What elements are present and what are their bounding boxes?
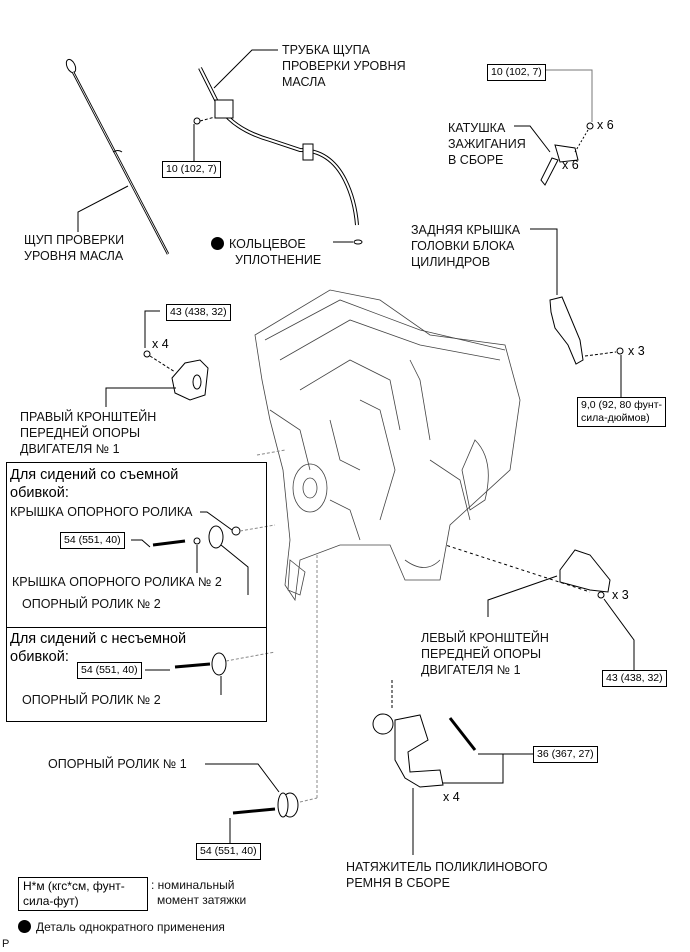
ignition-coil-label: КАТУШКА ЗАЖИГАНИЯ В СБОРЕ — [448, 120, 526, 168]
coil-bolt-qty: x 6 — [597, 118, 614, 132]
torque-line: 9,0 (92, 80 фунт- — [581, 399, 662, 411]
rear-cover-bolt-torque: 9,0 (92, 80 фунт- сила-дюймов) — [577, 397, 666, 427]
panel-a-title: Для сидений со съемной обивкой: — [10, 466, 178, 502]
tensioner-qty: x 4 — [443, 790, 460, 804]
panel-b-title: Для сидений с несъемной обивкой: — [10, 630, 186, 666]
non-reusable-icon — [211, 237, 224, 250]
label-line: РЕМНЯ В СБОРЕ — [346, 876, 450, 890]
left-bracket-drawing — [559, 549, 611, 593]
label-line: ДВИГАТЕЛЯ № 1 — [20, 442, 120, 456]
label-line: УПЛОТНЕНИЕ — [235, 253, 322, 267]
label-line: ПЕРЕДНЕЙ ОПОРЫ — [421, 647, 542, 661]
label-line: КОЛЬЦЕВОЕ — [211, 236, 321, 252]
label-line: ДВИГАТЕЛЯ № 1 — [421, 663, 521, 677]
panel-b-bolt-torque: 54 (551, 40) — [77, 662, 142, 679]
label-line: УРОВНЯ МАСЛА — [24, 249, 124, 263]
left-bracket-qty: x 3 — [612, 588, 629, 602]
label-line: ЗАЖИГАНИЯ — [448, 137, 526, 151]
label-line: НАТЯЖИТЕЛЬ ПОЛИКЛИНОВОГО — [346, 860, 548, 874]
label-line: ЩУП ПРОВЕРКИ — [24, 233, 125, 247]
panel-b-idler-label: ОПОРНЫЙ РОЛИК № 2 — [22, 693, 161, 707]
idler-pulley-1-bolt-torque: 54 (551, 40) — [196, 843, 261, 860]
rear-cover-qty: x 3 — [628, 344, 645, 358]
label-line: ГОЛОВКИ БЛОКА — [411, 239, 515, 253]
title-line: Для сидений с несъемной — [10, 631, 187, 647]
right-bracket-qty: x 4 — [152, 337, 169, 351]
rear-cover-label: ЗАДНЯЯ КРЫШКА ГОЛОВКИ БЛОКА ЦИЛИНДРОВ — [411, 222, 520, 270]
torque-unit-legend: Н*м (кгс*см, фунт- сила-фут) — [18, 877, 148, 911]
idler-pulley-1-drawing — [232, 792, 299, 818]
panel-a-cover2-label: КРЫШКА ОПОРНОГО РОЛИКА № 2 — [12, 575, 222, 589]
panel-a-cover-label: КРЫШКА ОПОРНОГО РОЛИКА — [10, 505, 193, 519]
idler-pulley-1-label: ОПОРНЫЙ РОЛИК № 1 — [48, 757, 187, 771]
label-line: ЛЕВЫЙ КРОНШТЕЙН — [421, 631, 549, 645]
o-ring-label: КОЛЬЦЕВОЕ УПЛОТНЕНИЕ — [211, 236, 321, 268]
coil-qty: x 6 — [562, 158, 579, 172]
label-text: КОЛЬЦЕВОЕ — [229, 237, 306, 251]
ignition-coil-drawing — [540, 144, 579, 186]
right-bracket-drawing — [171, 359, 209, 401]
tensioner-bolt-torque: 36 (367, 27) — [533, 746, 598, 763]
coil-bolt-torque: 10 (102, 7) — [487, 64, 546, 81]
dipstick-leader — [77, 185, 129, 232]
legend-line: сила-фут) — [23, 894, 79, 908]
guide-leader — [213, 49, 278, 89]
legend-line: момент затяжки — [157, 893, 247, 907]
panel-a-idler-label: ОПОРНЫЙ РОЛИК № 2 — [22, 597, 161, 611]
tensioner-label: НАТЯЖИТЕЛЬ ПОЛИКЛИНОВОГО РЕМНЯ В СБОРЕ — [346, 859, 548, 891]
label-line: ПЕРЕДНЕЙ ОПОРЫ — [20, 426, 141, 440]
rear-cover-drawing — [549, 296, 584, 365]
label-line: КАТУШКА — [448, 121, 506, 135]
title-line: обивкой: — [10, 649, 69, 665]
guide-bolt-torque: 10 (102, 7) — [162, 161, 221, 178]
right-bracket-bolt-torque: 43 (438, 32) — [166, 304, 231, 321]
label-line: ТРУБКА ЩУПА — [282, 43, 370, 57]
legend-line: Н*м (кгс*см, фунт- — [23, 879, 125, 893]
panel-a-bolt-torque: 54 (551, 40) — [60, 532, 125, 549]
dipstick-drawing — [65, 58, 170, 255]
legend-text: Деталь однократного применения — [36, 920, 225, 934]
left-bracket-bolt-torque: 43 (438, 32) — [602, 670, 667, 687]
left-bracket-label: ЛЕВЫЙ КРОНШТЕЙН ПЕРЕДНЕЙ ОПОРЫ ДВИГАТЕЛЯ… — [421, 630, 549, 678]
title-line: Для сидений со съемной — [10, 467, 179, 483]
tensioner-drawing — [372, 713, 444, 788]
label-line: В СБОРЕ — [448, 153, 504, 167]
non-reusable-icon — [18, 920, 31, 933]
non-reusable-legend: Деталь однократного применения — [18, 919, 225, 935]
label-line: МАСЛА — [282, 75, 326, 89]
dipstick-label: ЩУП ПРОВЕРКИ УРОВНЯ МАСЛА — [24, 232, 124, 264]
torque-unit-description: : номинальный момент затяжки — [151, 878, 246, 908]
engine-block-drawing — [254, 289, 521, 602]
label-line: ПРАВЫЙ КРОНШТЕЙН — [20, 410, 157, 424]
title-line: обивкой: — [10, 485, 69, 501]
corner-mark: P — [2, 938, 10, 950]
label-line: ПРОВЕРКИ УРОВНЯ — [282, 59, 406, 73]
seat-option-panel — [6, 462, 267, 722]
dipstick-guide-drawing — [198, 67, 359, 226]
dipstick-guide-label: ТРУБКА ЩУПА ПРОВЕРКИ УРОВНЯ МАСЛА — [282, 42, 406, 90]
panel-divider — [7, 627, 266, 628]
label-line: ЗАДНЯЯ КРЫШКА — [411, 223, 521, 237]
torque-line: сила-дюймов) — [581, 412, 650, 424]
label-line: ЦИЛИНДРОВ — [411, 255, 491, 269]
legend-line: : номинальный — [151, 878, 235, 892]
right-bracket-label: ПРАВЫЙ КРОНШТЕЙН ПЕРЕДНЕЙ ОПОРЫ ДВИГАТЕЛ… — [20, 409, 156, 457]
